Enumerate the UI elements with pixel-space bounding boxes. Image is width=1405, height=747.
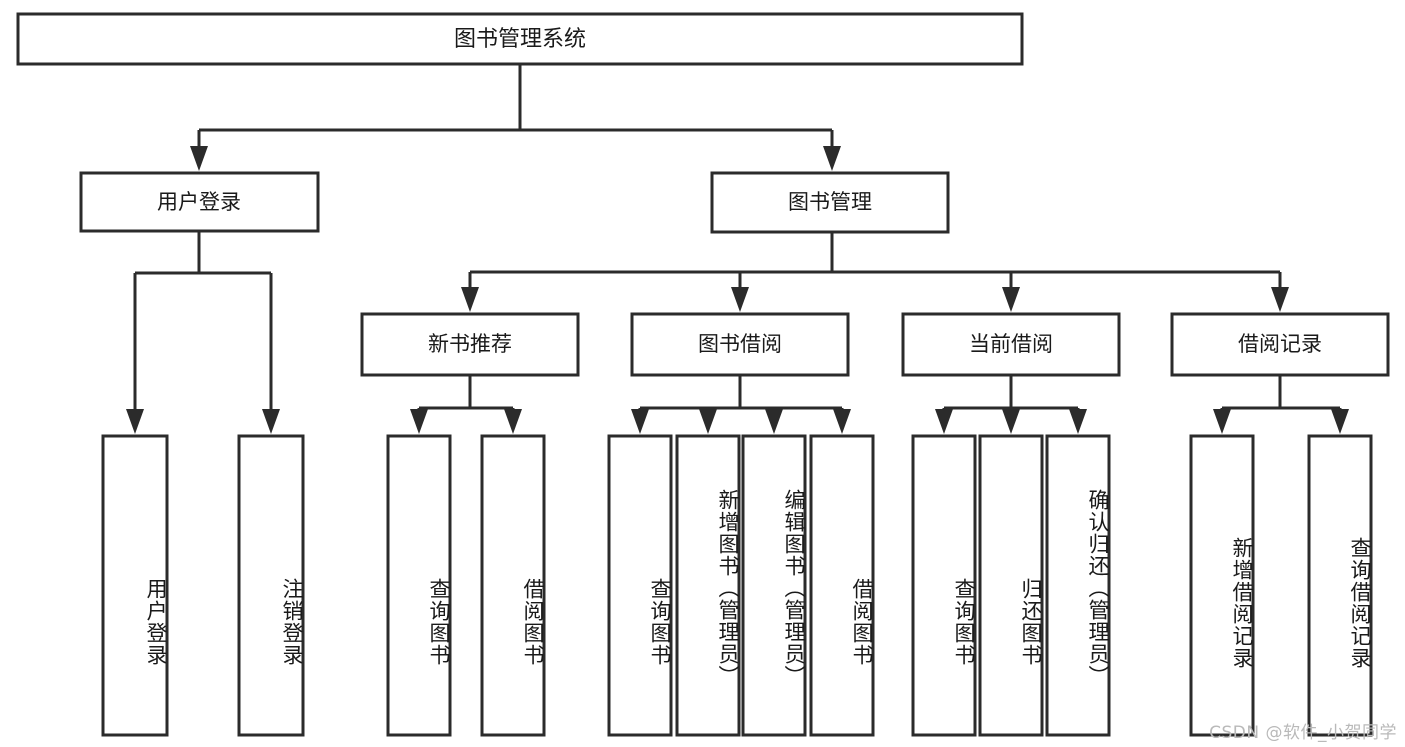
arrow-head-icon xyxy=(1069,409,1087,434)
arrow-head-icon xyxy=(1002,287,1020,312)
arrow-head-icon xyxy=(631,409,649,434)
connector-borrow-record-to-leaves xyxy=(1213,375,1349,434)
node-new-book-recommend[interactable]: 新书推荐 xyxy=(360,312,580,377)
arrow-head-icon xyxy=(1331,409,1349,434)
node-book-borrow-label: 图书借阅 xyxy=(698,332,782,356)
node-leaf-query-book-1[interactable] xyxy=(386,434,452,737)
node-leaf-borrow-book-2[interactable] xyxy=(809,434,875,737)
connector-book-manage-to-level3 xyxy=(461,232,1289,312)
arrow-head-icon xyxy=(190,146,208,171)
connector-user-login-to-leaves xyxy=(126,231,280,434)
arrow-head-icon xyxy=(262,409,280,434)
arrow-head-icon xyxy=(461,287,479,312)
node-leaf-query-book-2[interactable] xyxy=(607,434,673,737)
node-leaf-query-book-3[interactable] xyxy=(911,434,977,737)
node-root-label: 图书管理系统 xyxy=(454,27,586,52)
arrow-head-icon xyxy=(1002,409,1020,434)
node-book-manage-label: 图书管理 xyxy=(788,190,872,214)
node-borrow-record-label: 借阅记录 xyxy=(1238,332,1322,356)
arrow-head-icon xyxy=(1213,409,1231,434)
node-new-book-recommend-label: 新书推荐 xyxy=(428,332,512,356)
node-leaf-add-book-admin[interactable] xyxy=(675,434,741,737)
node-leaf-confirm-return-admin[interactable] xyxy=(1045,434,1111,737)
node-book-manage[interactable]: 图书管理 xyxy=(710,171,950,234)
node-leaf-add-borrow-record[interactable] xyxy=(1189,434,1255,737)
arrow-head-icon xyxy=(765,409,783,434)
node-borrow-record[interactable]: 借阅记录 xyxy=(1170,312,1390,377)
node-root[interactable]: 图书管理系统 xyxy=(16,12,1024,66)
arrow-head-icon xyxy=(823,146,841,171)
arrow-head-icon xyxy=(1271,287,1289,312)
csdn-watermark: CSDN @软件_小贺同学 xyxy=(1209,723,1397,743)
node-current-borrow-label: 当前借阅 xyxy=(969,332,1053,356)
connector-root-to-level2 xyxy=(190,64,841,171)
arrow-head-icon xyxy=(126,409,144,434)
arrow-head-icon xyxy=(731,287,749,312)
arrow-head-icon xyxy=(833,409,851,434)
node-leaf-edit-book-admin[interactable] xyxy=(741,434,807,737)
arrow-head-icon xyxy=(699,409,717,434)
connector-current-borrow-to-leaves xyxy=(935,375,1087,434)
node-user-login-label: 用户登录 xyxy=(157,190,241,214)
node-leaf-return-book[interactable] xyxy=(978,434,1044,737)
node-user-login[interactable]: 用户登录 xyxy=(79,171,320,233)
arrow-head-icon xyxy=(504,409,522,434)
arrow-head-icon xyxy=(410,409,428,434)
connector-new-book-recommend-to-leaves xyxy=(410,375,522,434)
node-leaf-logout[interactable] xyxy=(237,434,305,737)
connector-book-borrow-to-leaves xyxy=(631,375,851,434)
node-leaf-borrow-book-1[interactable] xyxy=(480,434,546,737)
node-leaf-user-login[interactable] xyxy=(101,434,169,737)
node-current-borrow[interactable]: 当前借阅 xyxy=(901,312,1121,377)
node-leaf-query-borrow-record[interactable] xyxy=(1307,434,1373,737)
node-book-borrow[interactable]: 图书借阅 xyxy=(630,312,850,377)
arrow-head-icon xyxy=(935,409,953,434)
